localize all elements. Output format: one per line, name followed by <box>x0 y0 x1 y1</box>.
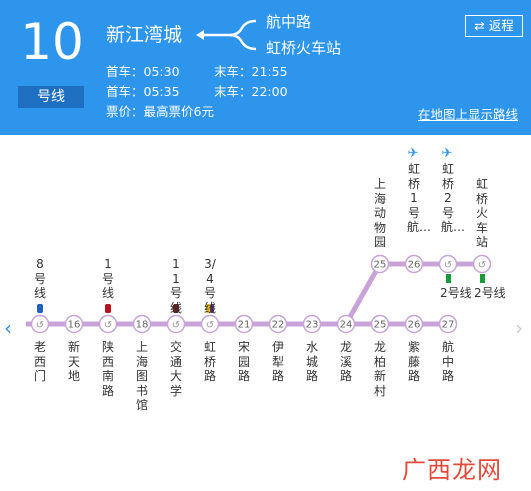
airplane-icon: ✈ <box>407 146 419 161</box>
transfer-color-marker <box>446 274 451 283</box>
main-station-circle <box>200 314 220 334</box>
transfer-color-marker <box>173 304 179 313</box>
station-name-0: 老西门 <box>33 340 46 383</box>
transfer-icon: ↺ <box>444 260 452 271</box>
main-station-number: 26 <box>408 320 421 331</box>
direction-arrow-icon <box>196 19 257 51</box>
branch-transfer-label-2: 2号线 <box>440 286 472 300</box>
transfer-line-label-2: 1号线 <box>101 257 114 300</box>
main-station-circle <box>438 314 458 334</box>
origin-station: 新江湾城 <box>106 24 183 46</box>
branch-station-name-0: 上海动物园 <box>373 177 386 249</box>
main-station-number: 18 <box>136 320 149 331</box>
main-station-circle <box>30 314 50 334</box>
main-station-circle <box>268 314 288 334</box>
line-number: 10 <box>20 13 84 71</box>
transfer-line-label-5: 3/4号线 <box>203 257 216 315</box>
station-name-12: 航中路 <box>441 340 454 383</box>
transfer-icon: ↺ <box>478 260 486 271</box>
station-name-11: 紫藤路 <box>407 340 420 383</box>
main-station-circle <box>166 314 186 334</box>
branch-station-circle <box>438 254 458 274</box>
line-header: 10 号线 新江湾城 航中路 虹桥火车站 首车：05:30 末车：21:55 首… <box>0 0 531 135</box>
transfer-icon: ↺ <box>206 320 214 331</box>
main-station-number: 24 <box>340 320 353 331</box>
main-station-circle <box>370 314 390 334</box>
transfer-color-marker <box>480 274 485 283</box>
return-label: 返程 <box>488 18 514 33</box>
main-station-circle <box>234 314 254 334</box>
transfer-icon: ↺ <box>172 320 180 331</box>
show-on-map-link[interactable]: 在地图上显示路线 <box>418 107 519 122</box>
return-button[interactable]: ⇄ 返程 <box>465 15 523 37</box>
main-station-circle <box>64 314 84 334</box>
branch-station-number: 26 <box>408 260 421 271</box>
main-station-number: 16 <box>68 320 81 331</box>
station-name-1: 新天地 <box>67 340 80 383</box>
branch-station-name-3: 虹桥火车站 <box>475 177 488 249</box>
transfer-line-label-0: 8号线 <box>33 257 46 300</box>
main-station-number: 25 <box>374 320 387 331</box>
station-name-8: 水城路 <box>305 340 318 383</box>
main-station-circle <box>302 314 322 334</box>
destination-hongqiao: 虹桥火车站 <box>266 39 342 57</box>
station-name-5: 虹桥路 <box>203 340 216 383</box>
main-station-number: 23 <box>306 320 319 331</box>
transfer-color-marker <box>210 304 214 313</box>
first-train-time-1: 首车：05:30 <box>106 64 180 79</box>
main-station-number: 21 <box>238 320 251 331</box>
first-train-time-2: 首车：05:35 <box>106 84 180 99</box>
main-station-circle <box>336 314 356 334</box>
station-name-6: 宋园路 <box>237 340 250 383</box>
branch-station-circle <box>472 254 492 274</box>
transfer-color-marker <box>206 304 210 313</box>
station-name-9: 龙溪路 <box>339 340 352 383</box>
airplane-icon: ✈ <box>441 146 453 161</box>
transfer-color-marker <box>105 304 111 313</box>
branch-station-circle <box>370 254 390 274</box>
main-station-circle <box>132 314 152 334</box>
station-name-7: 伊犁路 <box>271 340 284 383</box>
main-station-number: 22 <box>272 320 285 331</box>
station-name-2: 陕西南路 <box>101 340 114 398</box>
transfer-icon: ↺ <box>36 320 44 331</box>
station-name-4: 交通大学 <box>169 340 182 398</box>
transfer-color-marker <box>37 304 43 313</box>
line-suffix-label: 号线 <box>18 86 84 108</box>
branch-station-circle <box>404 254 424 274</box>
transfer-icon: ↺ <box>104 320 112 331</box>
chevron-right-icon[interactable]: › <box>515 316 523 340</box>
main-station-circle <box>98 314 118 334</box>
branch-station-number: 25 <box>374 260 387 271</box>
destination-hangzhong: 航中路 <box>266 13 312 31</box>
chevron-left-icon[interactable]: ‹ <box>4 316 12 340</box>
branch-station-name-2: 虹桥2号航… <box>441 162 466 234</box>
swap-icon: ⇄ <box>474 18 485 33</box>
branch-station-name-1: 虹桥1号航… <box>407 162 432 234</box>
last-train-time-2: 末车：22:00 <box>214 84 288 99</box>
watermark: 广西龙网 <box>402 456 502 484</box>
main-station-number: 27 <box>442 320 455 331</box>
transfer-line-label-4: 11号线 <box>169 257 182 315</box>
station-name-3: 上海图书馆 <box>135 340 148 412</box>
branch-transfer-label-3: 2号线 <box>474 286 506 300</box>
station-name-10: 龙柏新村 <box>373 340 386 398</box>
last-train-time-1: 末车：21:55 <box>214 64 288 79</box>
fare-info: 票价：最高票价6元 <box>106 104 214 119</box>
main-station-circle <box>404 314 424 334</box>
